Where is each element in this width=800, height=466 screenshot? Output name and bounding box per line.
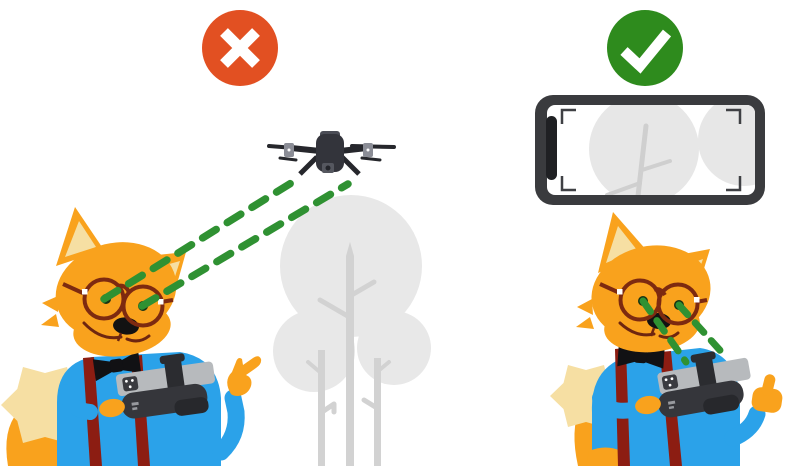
- correct-badge: [607, 10, 683, 86]
- x-mark-icon: [220, 28, 260, 68]
- sight-lines-to-drone: [100, 176, 352, 310]
- fox-right-inner-ear: [606, 226, 637, 263]
- fox-left-glasses-hinge: [82, 289, 88, 295]
- camera-framing-screen: [535, 95, 765, 205]
- fox-right-bowtie: [617, 346, 665, 369]
- fox-left-controller: [115, 353, 215, 419]
- gaze-lines-to-screen: [639, 297, 731, 366]
- controller-handle: [703, 394, 740, 415]
- correct-badge-circle: [607, 10, 683, 86]
- phone-notch: [546, 116, 557, 180]
- controller-handle: [174, 397, 209, 416]
- screen-tree-image: [589, 105, 755, 195]
- fox-right-hand: [635, 395, 661, 415]
- fox-right-thumbsup-arm: [724, 405, 766, 447]
- gaze-line-left: [639, 297, 690, 366]
- drone-body: [316, 134, 344, 172]
- phone-camera-bump: [661, 374, 679, 390]
- fox-left-bowtie: [92, 350, 142, 382]
- drone-arms: [290, 145, 368, 176]
- drone-motor-hubs: [284, 143, 373, 157]
- mounted-phone: [115, 361, 215, 397]
- fox-right-cheek-fur2: [576, 317, 594, 329]
- drone-camera-lens: [325, 165, 331, 171]
- wrong-badge: [202, 10, 278, 86]
- fox-left-pointing-arm: [212, 389, 245, 461]
- fox-right-controller: [657, 351, 751, 418]
- tree: [273, 195, 431, 466]
- fox-left-pointing-hand: [227, 356, 262, 396]
- fox-left-inner-ear: [65, 221, 96, 257]
- fox-left-cheek-fur: [42, 296, 58, 312]
- fox-right-leg: [586, 447, 621, 466]
- fox-right-head: [576, 212, 711, 353]
- fox-left-hand: [99, 398, 125, 418]
- fox-left-cheek-fur2: [41, 314, 59, 327]
- fox-left-philtrum: [116, 332, 123, 342]
- tree-trunks: [306, 242, 391, 466]
- phone-camera-bump: [122, 376, 139, 392]
- fox-right-thumbsup-hand: [751, 374, 783, 413]
- phone-clamp-arm: [695, 354, 717, 391]
- gaze-line-right: [675, 301, 731, 362]
- fox-left-smile: [82, 321, 151, 343]
- fox-pilot-looking-at-screen: [550, 212, 783, 466]
- fox-right-glasses-hinge2: [694, 297, 700, 303]
- fox-left-holding-arm: [58, 384, 98, 420]
- viewfinder-brackets-icon: [560, 108, 742, 192]
- fox-right-holding-arm: [592, 390, 640, 419]
- fox-left-head: [41, 207, 186, 357]
- sight-line-upper: [100, 176, 300, 303]
- fox-right-cheek-fur: [577, 299, 593, 315]
- check-mark-icon: [620, 29, 672, 74]
- quadcopter-drone-icon: [267, 131, 396, 176]
- fox-pilot-looking-at-drone: [1, 207, 262, 466]
- sight-line-lower: [138, 180, 352, 310]
- fox-left-glasses-icon: [62, 277, 174, 328]
- fox-left-glasses-hinge2: [158, 299, 164, 305]
- phone-clamp-arm: [164, 356, 185, 395]
- fox-right-glasses-hinge: [617, 289, 623, 295]
- fox-right-philtrum: [649, 327, 656, 337]
